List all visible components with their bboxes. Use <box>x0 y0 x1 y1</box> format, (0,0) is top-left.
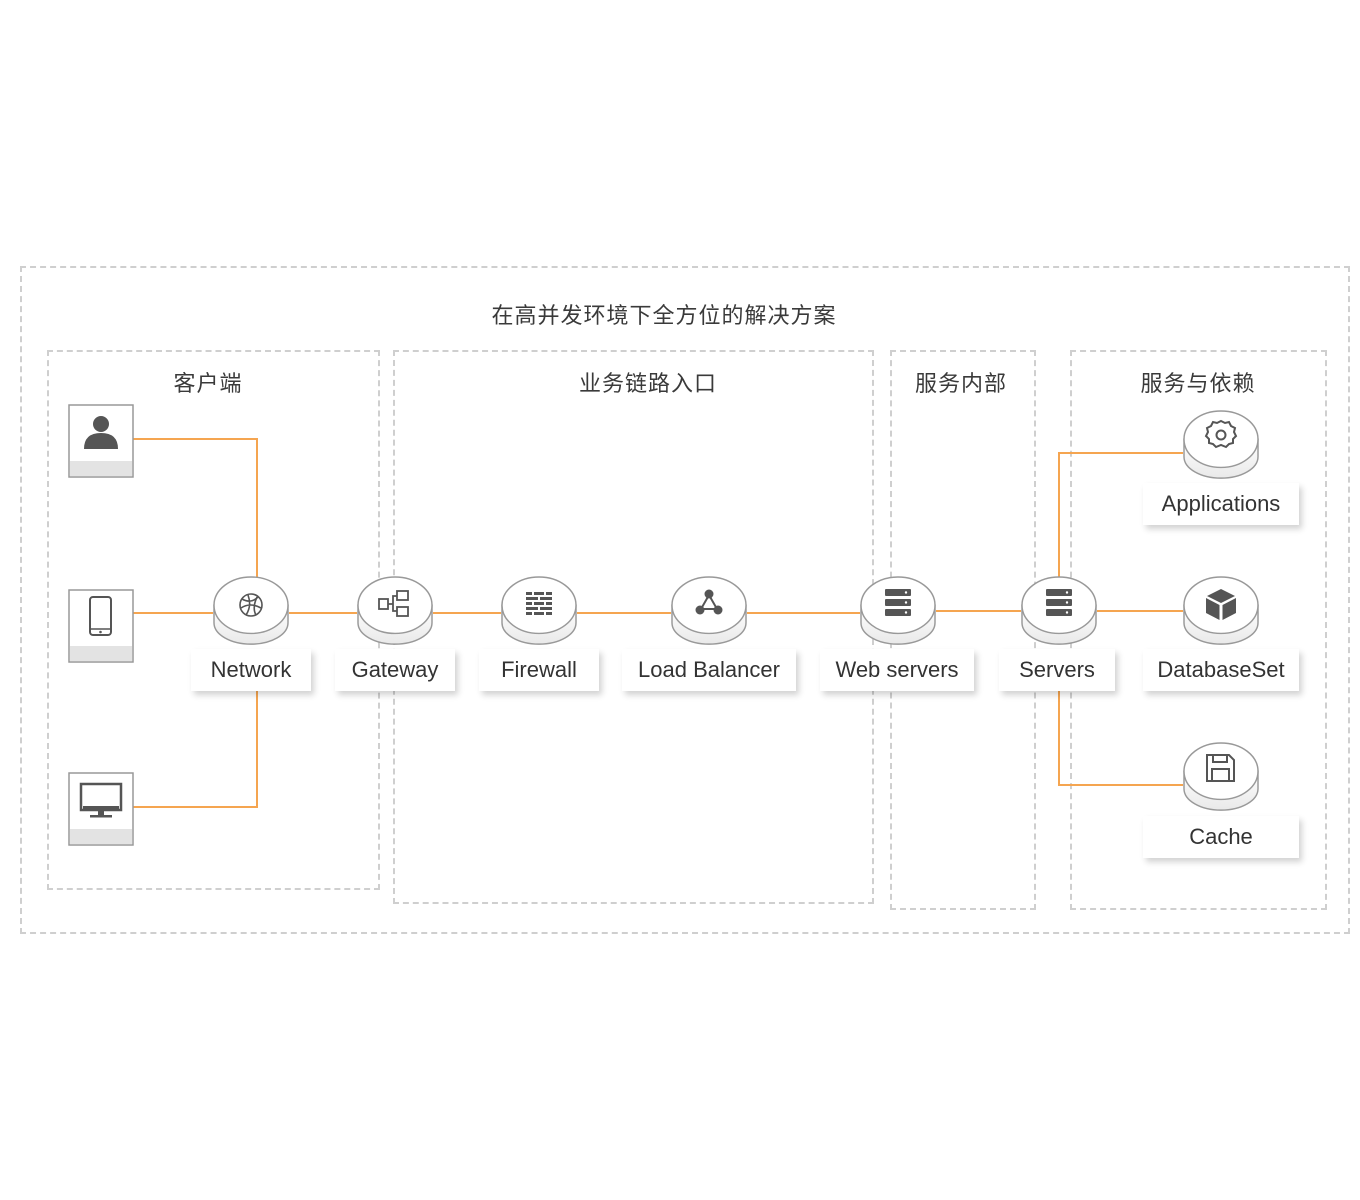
gear-icon <box>1204 419 1238 449</box>
connector-servers-cache <box>1058 690 1183 786</box>
gateway-icon <box>378 590 409 617</box>
cube-icon <box>1206 589 1236 620</box>
diagram-title: 在高并发环境下全方位的解决方案 <box>491 304 837 329</box>
cache-node <box>1183 742 1259 811</box>
network-label: Network <box>191 649 311 691</box>
mobile-icon <box>89 596 112 636</box>
database-label: DatabaseSet <box>1143 649 1299 691</box>
load-balancer-node <box>671 576 747 645</box>
load-balancer-icon <box>695 589 723 615</box>
gateway-label: Gateway <box>335 649 455 691</box>
web-servers-label: Web servers <box>820 649 974 691</box>
connector-desktop-network <box>133 690 258 808</box>
cache-label: Cache <box>1143 816 1299 858</box>
load-balancer-label: Load Balancer <box>622 649 796 691</box>
user-icon <box>84 416 118 449</box>
firewall-node <box>501 576 577 645</box>
connector-lines <box>133 438 1183 808</box>
section-entry-title: 业务链路入口 <box>578 372 718 397</box>
section-internal-title: 服务内部 <box>914 372 1008 397</box>
applications-label: Applications <box>1143 483 1299 525</box>
save-icon <box>1206 754 1235 782</box>
connector-servers-applications <box>1058 452 1183 578</box>
database-node <box>1183 576 1259 645</box>
monitor-icon <box>79 782 123 818</box>
server-icon <box>1046 589 1072 616</box>
servers-label: Servers <box>999 649 1115 691</box>
firewall-label: Firewall <box>479 649 599 691</box>
server-icon <box>885 589 911 616</box>
brick-wall-icon <box>526 592 552 615</box>
globe-icon <box>239 593 263 617</box>
device-mobile <box>68 589 134 663</box>
section-deps-title: 服务与依赖 <box>1140 372 1256 397</box>
device-user <box>68 404 134 478</box>
network-node <box>213 576 289 645</box>
section-client-title: 客户端 <box>173 372 243 397</box>
outer-frame <box>20 266 1350 934</box>
device-desktop <box>68 772 134 846</box>
connector-user-network <box>133 438 258 584</box>
